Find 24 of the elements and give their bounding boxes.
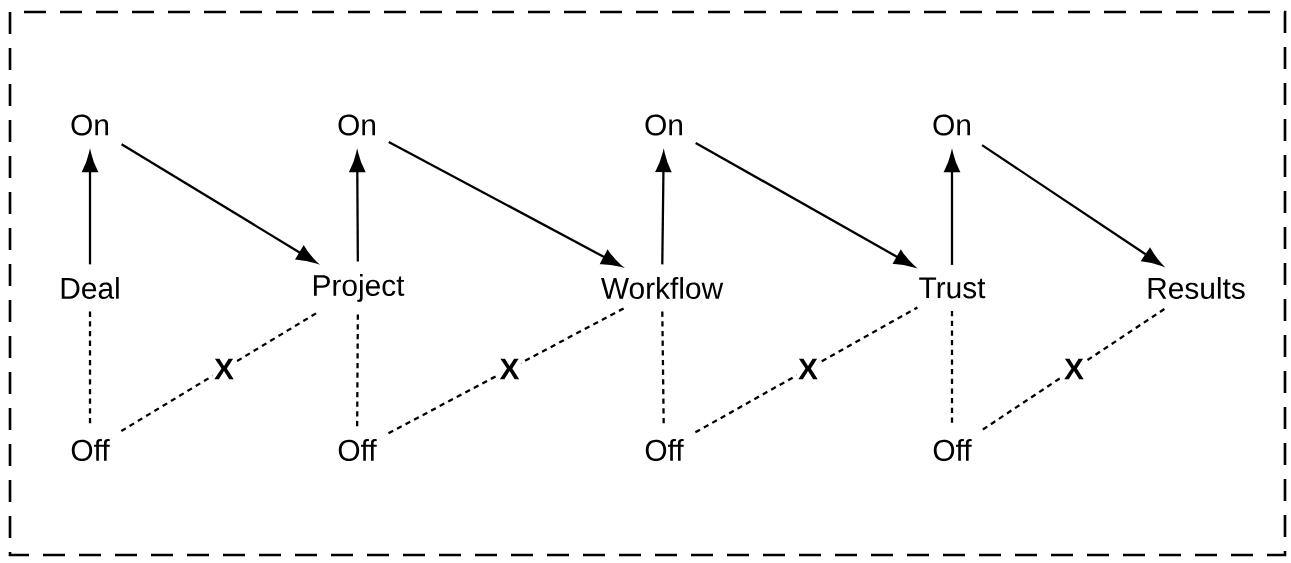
node-label: On [645,114,682,136]
node-label: Project [313,274,405,302]
edge-label: X [497,356,522,381]
edge-label: X [212,356,236,381]
dashed-line [356,314,359,427]
edge-label: X [796,356,820,381]
node-label: On [933,114,970,136]
node-label: Off [338,439,377,461]
node-label: Results [1148,277,1245,299]
node-label: Off [645,439,684,461]
node-label: Off [71,439,110,461]
node-label: On [338,114,375,136]
edge-label: X [1062,356,1086,381]
dashed-line [982,307,1166,431]
node-label: Workflow [601,277,724,299]
node-label: Deal [61,277,119,299]
node-label: Trust [919,277,986,299]
arrow [388,140,622,267]
node-label: Off [933,439,972,461]
dashed-line [694,306,918,434]
dashed-line [387,306,626,435]
arrow [695,141,915,268]
node-label: On [71,114,108,136]
arrow [981,144,1163,266]
